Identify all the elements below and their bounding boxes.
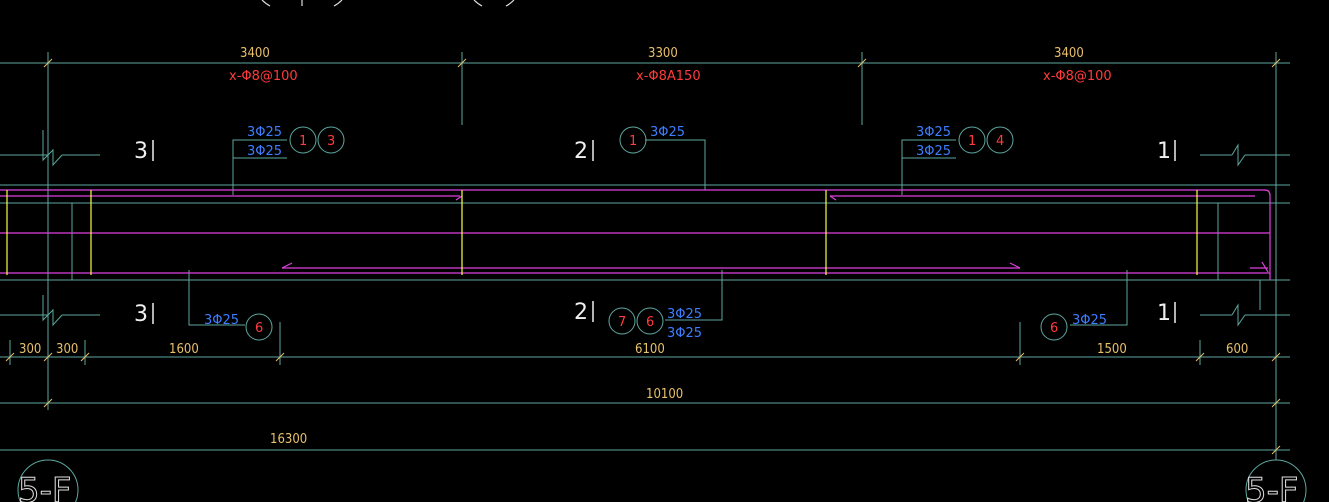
bubble-top-mid: 1 (629, 134, 637, 149)
rebar-label-bottom-right: 3Φ25 (1072, 313, 1107, 328)
rebar-label-top-left-1: 3Φ25 (247, 125, 282, 140)
rebar-label-bottom-left: 3Φ25 (204, 313, 239, 328)
bottom-dim-3: 1600 (169, 342, 199, 357)
rebar-label-top-right-1: 3Φ25 (916, 125, 951, 140)
column-lines (6, 190, 1198, 275)
section-marks (152, 140, 1176, 324)
axis-label-right: 5-F (1245, 471, 1298, 502)
span-length-3: 3400 (1054, 46, 1084, 61)
rebar-label-top-mid: 3Φ25 (650, 125, 685, 140)
stirrup-label-3: x-Φ8@100 (1043, 69, 1112, 84)
rebar-bubbles (245, 126, 1068, 341)
stirrup-label-1: x-Φ8@100 (229, 69, 298, 84)
bubble-bottom-mid-2: 6 (646, 315, 654, 330)
overall-dim-total: 16300 (270, 432, 307, 447)
section-mark-middle-bottom: 2 (574, 300, 588, 325)
dimension-lines (0, 52, 1290, 460)
bubble-top-left-1: 1 (299, 134, 307, 149)
bubble-top-right-1: 1 (968, 134, 976, 149)
beam-rebar (0, 189, 1271, 280)
span-length-1: 3400 (240, 46, 270, 61)
section-mark-middle-top: 2 (574, 139, 588, 164)
rebar-label-top-right-2: 3Φ25 (916, 144, 951, 159)
section-mark-right-bottom: 1 (1157, 301, 1171, 326)
bubble-bottom-left: 6 (255, 321, 263, 336)
bottom-dim-1: 300 (19, 342, 41, 357)
section-mark-left-top: 3 (134, 139, 148, 164)
bubble-top-left-2: 3 (327, 134, 335, 149)
bottom-dim-5: 1500 (1097, 342, 1127, 357)
bubble-top-right-2: 4 (996, 134, 1004, 149)
bottom-dim-2: 300 (56, 342, 78, 357)
bottom-dim-4: 6100 (635, 342, 665, 357)
section-mark-right-top: 1 (1157, 139, 1171, 164)
bottom-dim-6: 600 (1226, 342, 1248, 357)
rebar-label-bottom-mid-1: 3Φ25 (667, 307, 702, 322)
axis-bubbles (17, 459, 1307, 502)
axis-label-left: 5-F (18, 471, 71, 502)
rebar-label-top-left-2: 3Φ25 (247, 144, 282, 159)
bubble-bottom-right: 6 (1050, 321, 1058, 336)
rebar-label-bottom-mid-2: 3Φ25 (667, 326, 702, 341)
section-mark-left-bottom: 3 (134, 302, 148, 327)
cropped-header (261, 0, 515, 7)
overall-dim-mid: 10100 (646, 387, 683, 402)
bubble-bottom-mid-1: 7 (618, 315, 626, 330)
stirrup-label-2: x-Φ8A150 (636, 69, 701, 84)
span-length-2: 3300 (648, 46, 678, 61)
dimension-ticks (5, 58, 1281, 455)
